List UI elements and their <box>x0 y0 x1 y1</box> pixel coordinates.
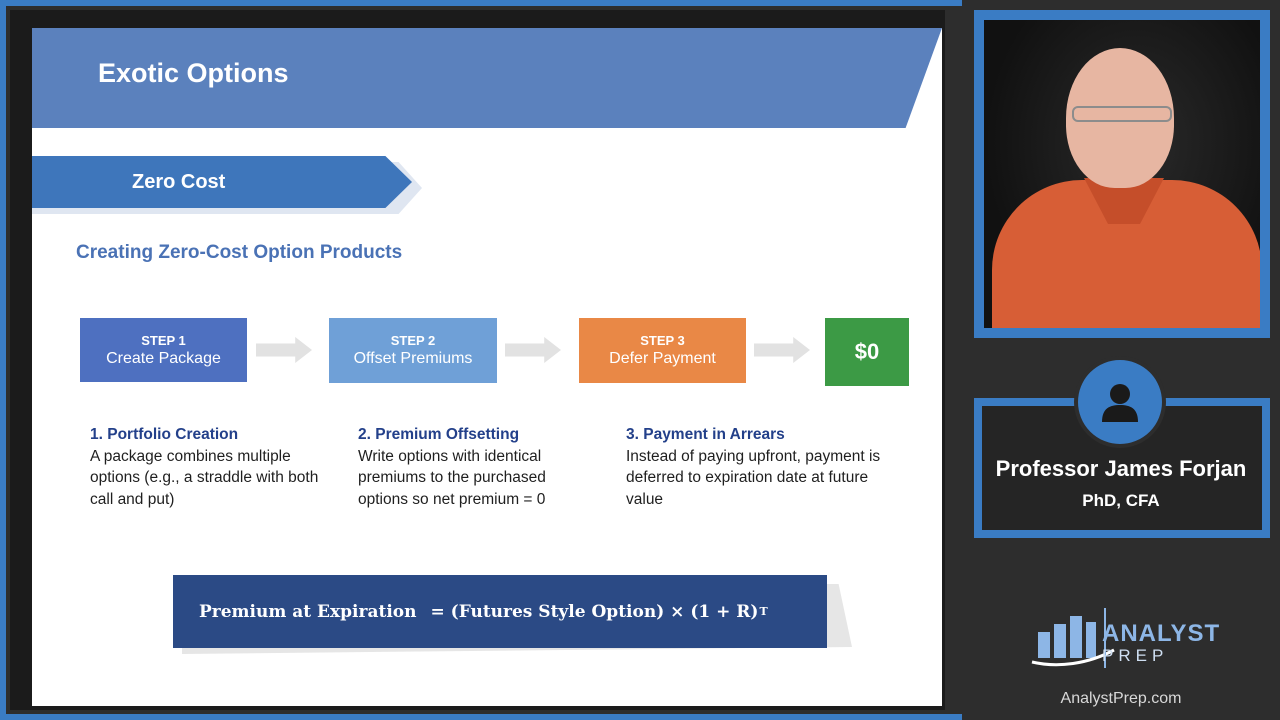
slide: Exotic Options Zero Cost Creating Zero-C… <box>32 28 942 706</box>
formula-rhs: = (Futures Style Option) × (1 + R) <box>430 601 759 622</box>
description-body: A package combines multiple options (e.g… <box>90 447 319 508</box>
slide-title: Exotic Options <box>98 58 289 88</box>
logo-wordmark: ANALYST PREP <box>1102 620 1220 666</box>
arrow-right-icon <box>754 337 810 363</box>
logo-line-2: PREP <box>1102 646 1169 665</box>
presenter-name: Professor James Forjan <box>995 456 1247 481</box>
description-2: 2. Premium Offsetting Write options with… <box>358 424 593 510</box>
formula-lhs: Premium at Expiration <box>199 601 417 622</box>
analystprep-logo-icon <box>1031 608 1115 668</box>
description-body: Write options with identical premiums to… <box>358 447 546 508</box>
name-card <box>974 398 1270 538</box>
step-box-3: STEP 3 Defer Payment <box>579 318 746 383</box>
presenter-video <box>974 10 1270 338</box>
description-body: Instead of paying upfront, payment is de… <box>626 447 881 508</box>
avatar <box>1074 356 1166 448</box>
step-number: STEP 3 <box>640 333 685 348</box>
description-heading: 1. Portfolio Creation <box>90 426 239 443</box>
arrow-right-icon <box>256 337 312 363</box>
arrow-right-icon <box>505 337 561 363</box>
logo-line-1: ANALYST <box>1102 620 1221 647</box>
presenter-panel: Professor James Forjan PhD, CFA ANALYST … <box>962 0 1280 720</box>
section-label: Zero Cost <box>132 171 226 193</box>
step-number: STEP 2 <box>390 333 436 348</box>
step-name: Defer Payment <box>609 350 716 367</box>
slide-container: Exotic Options Zero Cost Creating Zero-C… <box>10 10 945 710</box>
description-1: 1. Portfolio Creation A package combines… <box>90 424 330 510</box>
formula-exponent: T <box>759 605 768 618</box>
presenter-glasses <box>1072 106 1172 122</box>
site-url: AnalystPrep.com <box>1060 690 1182 707</box>
step-name: Create Package <box>106 349 221 367</box>
presenter-head <box>1066 48 1174 188</box>
description-heading: 3. Payment in Arrears <box>626 426 785 443</box>
section-tab <box>32 156 412 208</box>
description-3: 3. Payment in Arrears Instead of paying … <box>626 424 898 510</box>
result-box: $0 <box>825 318 909 386</box>
step-name: Offset Premiums <box>353 350 473 367</box>
formula-box: Premium at Expiration = (Futures Style O… <box>173 575 827 648</box>
slide-subtitle: Creating Zero-Cost Option Products <box>76 242 403 263</box>
presenter-credentials: PhD, CFA <box>1082 491 1160 510</box>
step-number: STEP 1 <box>141 332 186 348</box>
step-box-2: STEP 2 Offset Premiums <box>329 318 497 383</box>
step-box-1: STEP 1 Create Package <box>80 318 247 382</box>
description-heading: 2. Premium Offsetting <box>358 426 520 443</box>
title-band <box>32 28 942 128</box>
user-icon <box>1102 384 1138 422</box>
